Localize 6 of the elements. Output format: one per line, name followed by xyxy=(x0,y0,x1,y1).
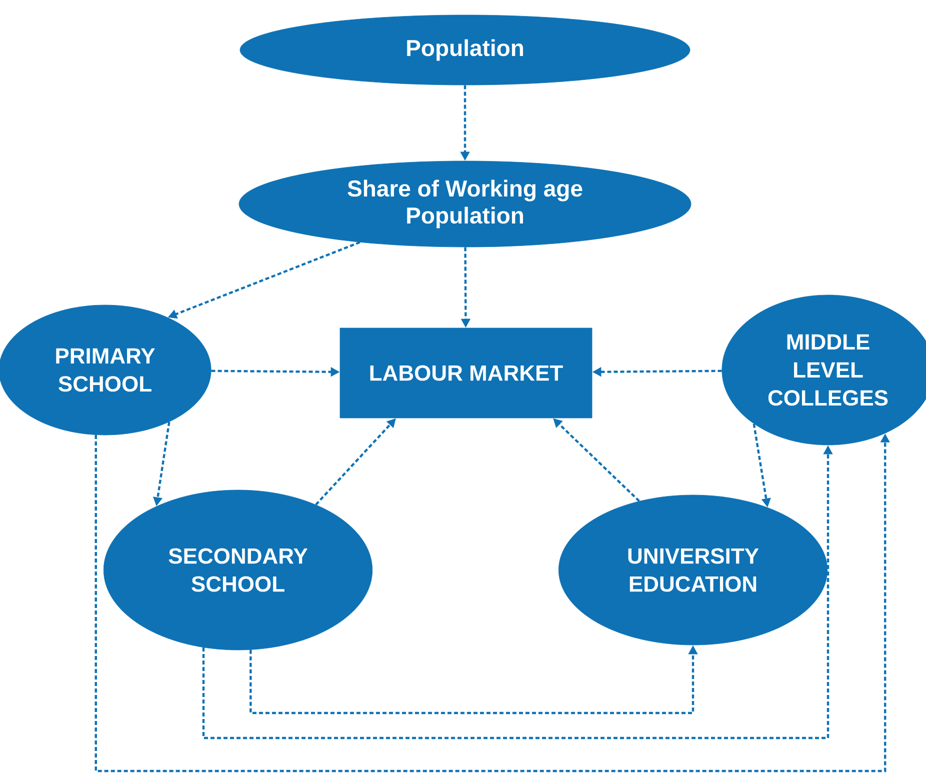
process-box: LABOUR MARKET xyxy=(340,328,592,418)
ellipse-node: UNIVERSITY EDUCATION xyxy=(558,494,828,646)
ellipse-node: MIDDLE LEVEL COLLEGES xyxy=(722,294,926,446)
ellipse-node: SECONDARY SCHOOL xyxy=(103,490,373,650)
ellipse-node: Population xyxy=(240,14,690,86)
ellipse-node: Share of Working age Population xyxy=(238,160,692,248)
